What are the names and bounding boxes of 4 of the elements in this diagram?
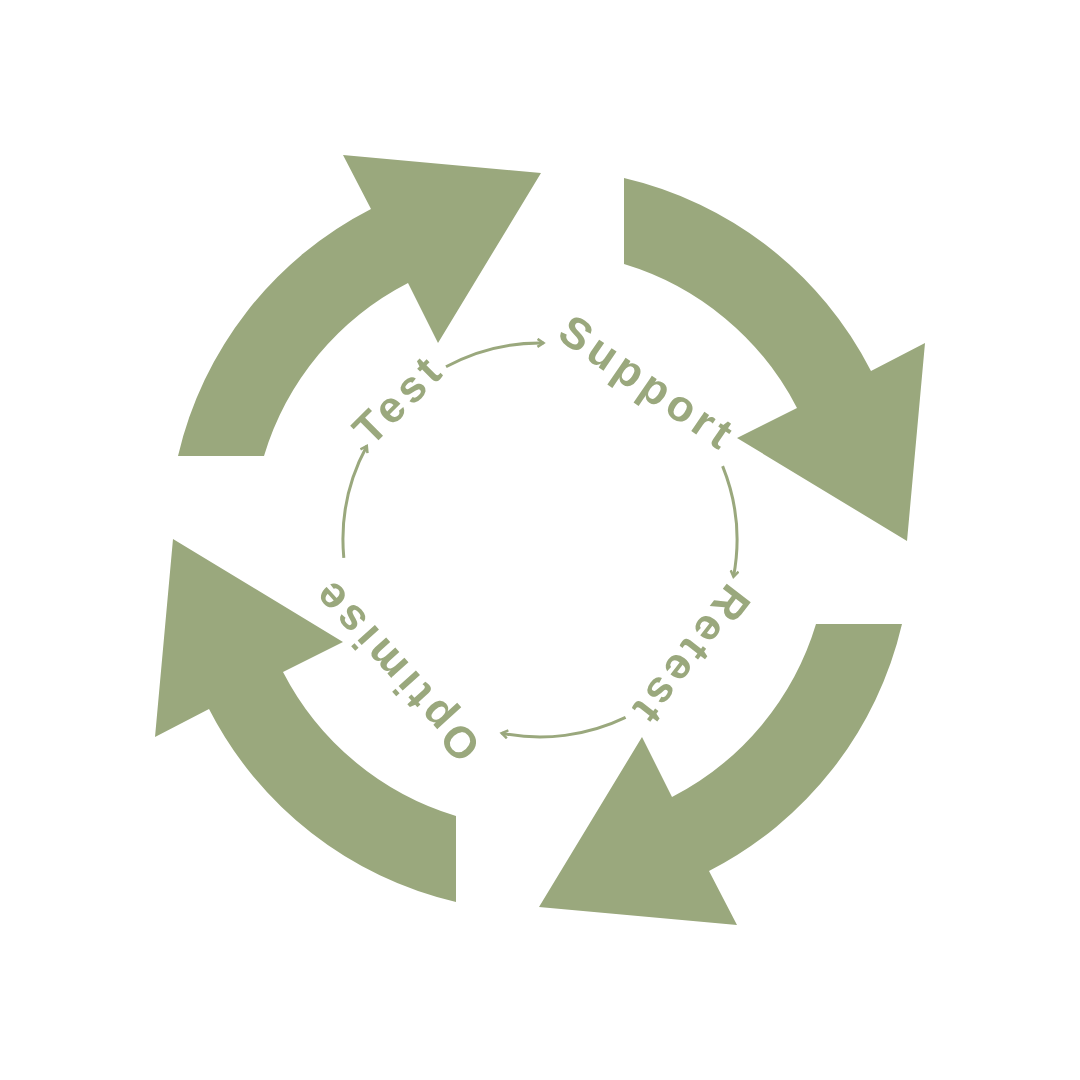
arrow [721,465,740,579]
arrow [341,444,370,558]
arrow [500,716,627,740]
arrow [445,338,545,369]
